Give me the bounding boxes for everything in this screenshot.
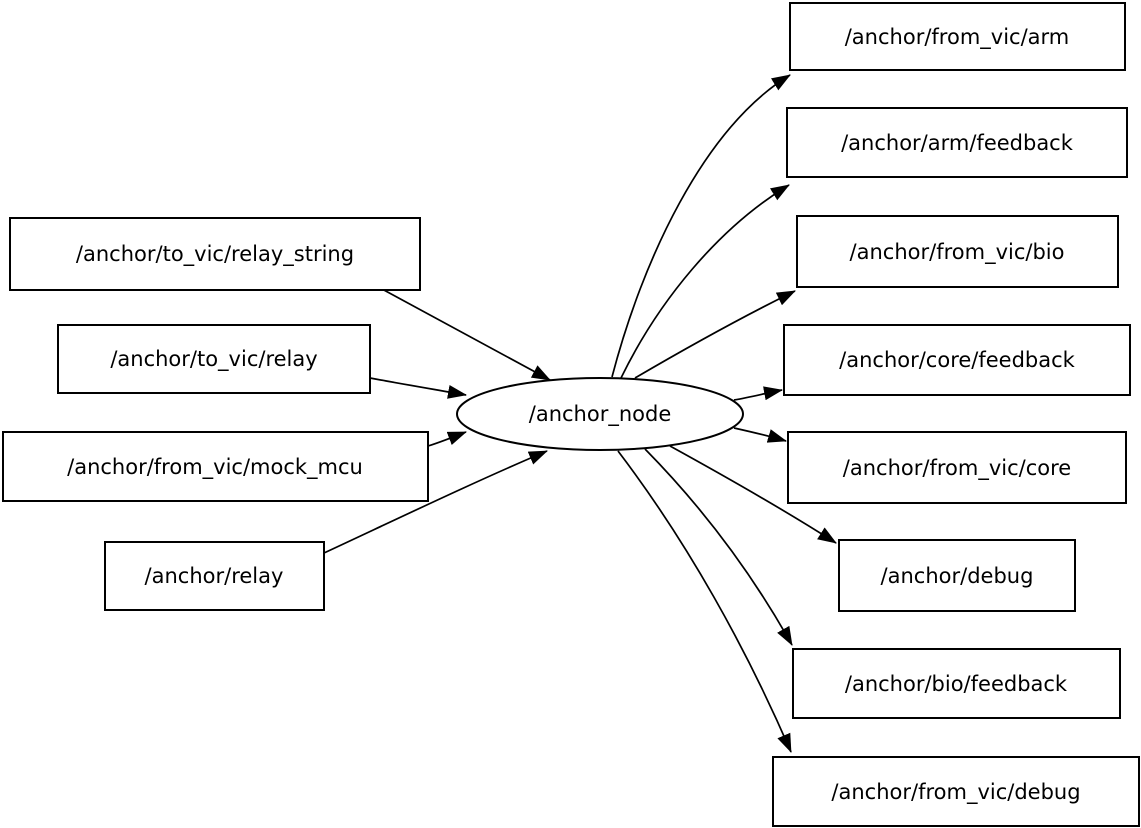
topic-node-debug: /anchor/debug [838, 539, 1076, 612]
edge-anchor-node-to-debug [669, 445, 837, 544]
topic-label: /anchor/to_vic/relay_string [76, 242, 354, 267]
topic-box [786, 107, 1128, 178]
edge-anchor-node-to-from-vic-bio [634, 290, 796, 379]
edge-anchor-node-to-arm-feedback [620, 184, 790, 379]
node-ellipse [456, 377, 744, 451]
topic-label: /anchor/from_vic/mock_mcu [67, 455, 363, 480]
topic-label: /anchor/from_vic/debug [831, 780, 1080, 805]
topic-label: /anchor/to_vic/relay [110, 347, 317, 372]
topic-box [772, 756, 1140, 827]
topic-node-core-feedback: /anchor/core/feedback [783, 324, 1131, 396]
topic-label: /anchor/from_vic/core [843, 456, 1071, 481]
topic-label: /anchor/relay [145, 564, 284, 588]
topic-label: /anchor/from_vic/arm [845, 25, 1070, 50]
topic-box [792, 648, 1121, 719]
center-node-anchor-node: /anchor_node [456, 377, 744, 451]
topic-node-to-vic-relay-string: /anchor/to_vic/relay_string [9, 217, 421, 291]
topic-label: /anchor/bio/feedback [845, 672, 1068, 696]
topic-label: /anchor/debug [881, 564, 1034, 588]
topic-box [57, 324, 371, 394]
edge-anchor-node-to-core-feedback [733, 386, 783, 401]
edge-anchor-node-to-from-vic-arm [611, 74, 791, 378]
edge-mock-mcu-to-anchor-node [427, 431, 467, 447]
topic-node-from-vic-bio: /anchor/from_vic/bio [796, 215, 1119, 288]
node-label: /anchor_node [529, 402, 672, 427]
topic-label: /anchor/core/feedback [839, 348, 1076, 372]
edge-relay-to-anchor-node [323, 450, 548, 554]
edge-anchor-node-to-bio-feedback [644, 448, 793, 646]
topic-box [783, 324, 1131, 396]
topic-node-anchor-relay: /anchor/relay [104, 541, 325, 611]
topic-node-from-vic-mock-mcu: /anchor/from_vic/mock_mcu [2, 431, 429, 502]
topic-node-bio-feedback: /anchor/bio/feedback [792, 648, 1121, 719]
topic-box [9, 217, 421, 291]
edge-to-vic-relay-to-anchor-node [369, 377, 467, 399]
topic-label: /anchor/arm/feedback [841, 131, 1074, 155]
topic-box [796, 215, 1119, 288]
topic-box [787, 431, 1127, 504]
topic-box [789, 2, 1126, 71]
topic-box [838, 539, 1076, 612]
edge-anchor-node-to-from-vic-core [733, 427, 787, 443]
topic-node-from-vic-arm: /anchor/from_vic/arm [789, 2, 1126, 71]
topic-box [2, 431, 429, 502]
topic-box [104, 541, 325, 611]
topic-node-from-vic-core: /anchor/from_vic/core [787, 431, 1127, 504]
edge-relay-string-to-anchor-node [381, 288, 551, 381]
topic-node-arm-feedback: /anchor/arm/feedback [786, 107, 1128, 178]
topic-label: /anchor/from_vic/bio [850, 240, 1065, 265]
topic-node-to-vic-relay: /anchor/to_vic/relay [57, 324, 371, 394]
topic-node-from-vic-debug: /anchor/from_vic/debug [772, 756, 1140, 827]
edge-anchor-node-to-from-vic-debug [617, 450, 792, 753]
